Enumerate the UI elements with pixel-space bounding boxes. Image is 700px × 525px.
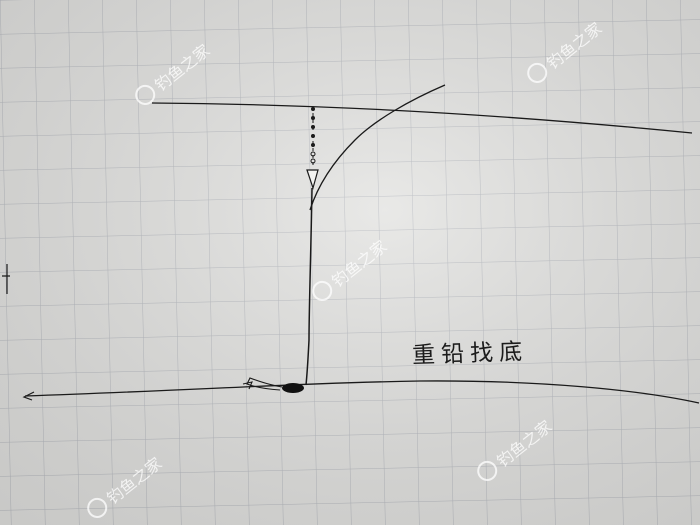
bottom-line [24, 380, 700, 404]
rod-line [309, 84, 446, 211]
water-surface-line [151, 102, 693, 134]
annotation-label: 重铅找底 [411, 338, 529, 370]
float-bead [310, 158, 316, 164]
float-bead [311, 125, 315, 129]
bottom-left-end [22, 391, 35, 401]
float-bead [311, 134, 315, 138]
float-bead [311, 107, 315, 111]
float-body [306, 169, 319, 191]
sinker [282, 383, 304, 393]
float-bead [310, 151, 316, 157]
main-line [305, 187, 313, 386]
float-markers [310, 106, 316, 165]
edge-mark [2, 264, 10, 294]
float-bead [311, 143, 315, 147]
hook-line [246, 377, 283, 391]
float-bead [311, 116, 315, 120]
hook [242, 381, 253, 390]
